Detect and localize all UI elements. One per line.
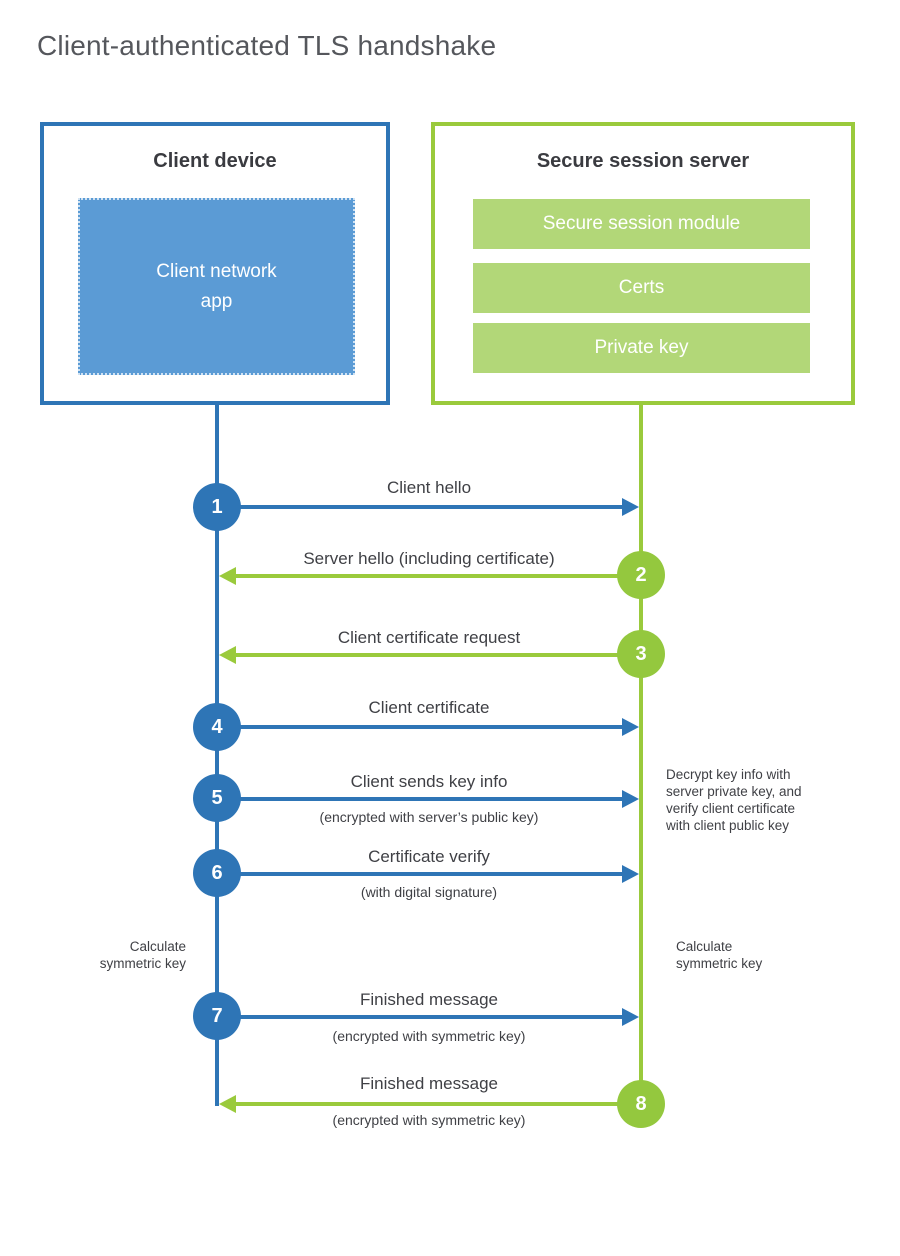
server-module-certs: Certs [473,263,810,313]
step-3-arrowhead-left-icon [219,646,236,664]
step-2-circle: 2 [617,551,665,599]
step-2-arrow-line [236,574,641,578]
step-5-arrow-line [217,797,622,801]
step-6-circle: 6 [193,849,241,897]
client-network-app-box: Client network app [78,198,355,375]
step-7-arrowhead-right-icon [622,1008,639,1026]
step-4-circle: 4 [193,703,241,751]
step-7-label: Finished message [360,990,498,1009]
step-8-circle: 8 [617,1080,665,1128]
step-2-arrowhead-left-icon [219,567,236,585]
decrypt-note: Decrypt key info with server private key… [666,767,802,833]
step-6-arrow-line [217,872,622,876]
client-network-app-label: Client network app [156,261,277,312]
step-1-circle: 1 [193,483,241,531]
calculate-symmetric-key-note-server: Calculate symmetric key [676,939,763,971]
client-lifeline [215,405,219,1106]
step-7-arrow-line [217,1015,622,1019]
step-1-arrowhead-right-icon [622,498,639,516]
step-6-label: Certificate verify [368,847,490,866]
server-lifeline [639,405,643,1104]
step-3-circle: 3 [617,630,665,678]
server-module-private-key: Private key [473,323,810,373]
step-8-arrowhead-left-icon [219,1095,236,1113]
step-4-arrowhead-right-icon [622,718,639,736]
step-7-circle: 7 [193,992,241,1040]
secure-session-server-title: Secure session server [536,150,750,172]
step-5-sublabel: (encrypted with server’s public key) [319,809,539,825]
step-4-label: Client certificate [368,698,490,717]
page-title: Client-authenticated TLS handshake [37,30,497,61]
step-8-arrow-line [236,1102,641,1106]
step-4-arrow-line [217,725,622,729]
calculate-symmetric-key-note-client: Calculate symmetric key [99,939,186,971]
step-3-arrow-line [236,653,641,657]
step-5-arrowhead-right-icon [622,790,639,808]
step-5-circle: 5 [193,774,241,822]
client-device-title: Client device [153,150,277,172]
step-6-arrowhead-right-icon [622,865,639,883]
step-6-sublabel: (with digital signature) [360,884,498,900]
step-3-label: Client certificate request [337,628,521,647]
step-8-sublabel: (encrypted with symmetric key) [332,1112,526,1128]
step-5-label: Client sends key info [350,772,508,791]
step-2-label: Server hello (including certificate) [303,549,555,568]
server-module-secure-session-module: Secure session module [473,199,810,249]
secure-session-server-box: Secure session server Secure session mod… [431,122,855,405]
client-device-box: Client device Client network app [40,122,390,405]
step-1-arrow-line [217,505,622,509]
step-8-label: Finished message [360,1074,498,1093]
step-7-sublabel: (encrypted with symmetric key) [332,1028,526,1044]
step-1-label: Client hello [386,478,472,497]
